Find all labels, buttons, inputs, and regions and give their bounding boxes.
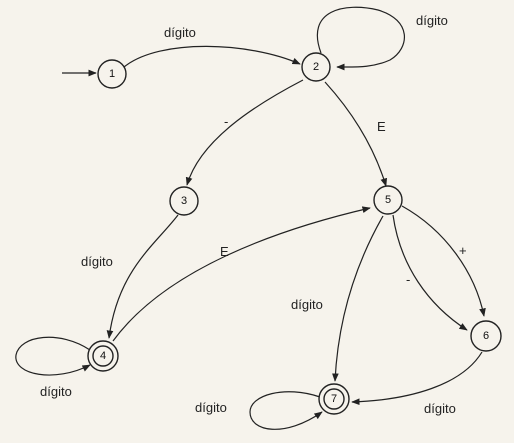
edge-2-3 (185, 79, 304, 186)
state-3-label: 3 (181, 195, 187, 207)
edge-3-4 (106, 214, 179, 339)
edge-5-6-minus (392, 214, 468, 331)
state-6: 6 (470, 320, 502, 352)
edge-3-4-label: dígito (81, 254, 113, 269)
edge-1-2-label: dígito (164, 25, 196, 40)
edge-4-5 (112, 206, 371, 342)
state-5-label: 5 (385, 194, 391, 206)
edge-2-2-label: dígito (416, 13, 448, 28)
edge-1-2 (123, 45, 301, 68)
state-1: 1 (97, 59, 127, 89)
edge-2-5 (324, 81, 388, 187)
edge-4-4-loop (15, 336, 91, 376)
state-7-label: 7 (331, 393, 337, 405)
state-5: 5 (373, 185, 403, 215)
edge-4-4-label: dígito (40, 384, 72, 399)
edge-5-7-label: dígito (291, 297, 323, 312)
edge-5-6-plus (401, 205, 486, 317)
state-4-label: 4 (100, 350, 106, 362)
state-6-label: 6 (483, 330, 489, 342)
state-3: 3 (169, 186, 199, 216)
state-2-label: 2 (313, 61, 319, 73)
state-4: 4 (87, 340, 119, 372)
edge-5-6-plus-label: + (459, 243, 467, 258)
edge-7-7-label: dígito (195, 400, 227, 415)
edge-7-7-loop (249, 391, 323, 430)
edge-5-6-minus-label: - (406, 272, 410, 287)
edge-2-5-label: E (377, 119, 386, 134)
edge-5-7 (332, 215, 384, 382)
edge-2-3-label: - (224, 114, 228, 129)
state-2: 2 (301, 52, 331, 82)
edge-6-7-label: dígito (424, 401, 456, 416)
state-7: 7 (318, 383, 350, 415)
edge-6-7 (351, 351, 483, 406)
state-1-label: 1 (109, 68, 115, 80)
edge-4-5-label: E (220, 244, 229, 259)
edge-2-2-loop (316, 6, 405, 71)
